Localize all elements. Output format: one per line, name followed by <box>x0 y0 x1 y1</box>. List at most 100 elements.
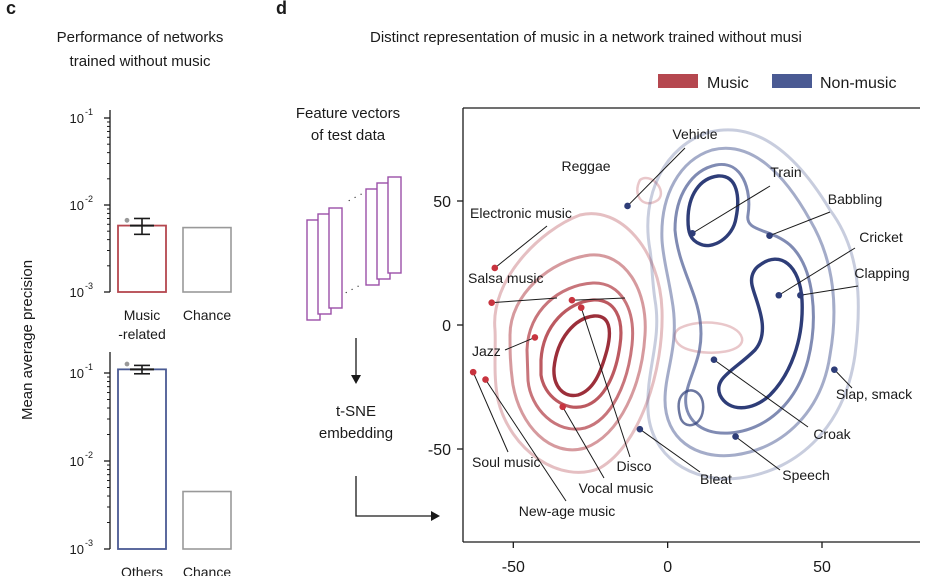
leader-line <box>833 369 853 389</box>
category-label: -related <box>118 326 165 342</box>
scatter-point <box>710 356 718 364</box>
leader-line <box>713 359 809 428</box>
scatter-point <box>636 425 644 433</box>
category-label: Others <box>121 564 163 576</box>
tsne-line2: embedding <box>319 425 393 442</box>
music-contour-2 <box>508 253 647 452</box>
bar-chance-top <box>182 226 232 293</box>
y-tick-exponent: -1 <box>85 362 93 372</box>
error-bar-music-related <box>130 217 154 236</box>
leader-line <box>571 297 626 301</box>
leader-line <box>485 379 567 502</box>
embedding-arrow-head <box>431 511 440 521</box>
scatter-point <box>531 334 539 341</box>
scatter-x-tick-label: 0 <box>663 559 672 576</box>
category-label: Chance <box>183 564 231 576</box>
bar-chart-top-categories: Music -related Chance <box>118 307 231 342</box>
leader-line <box>491 297 558 304</box>
y-tick-exponent: -3 <box>85 281 93 291</box>
point-label: New-age music <box>519 503 615 519</box>
leader-line <box>494 225 548 269</box>
leader-line <box>472 371 509 453</box>
point-label: Cricket <box>859 229 903 245</box>
nonmusic-density-contours <box>646 128 860 481</box>
point-label: Jazz <box>472 343 501 359</box>
point-label: Bleat <box>700 471 732 487</box>
scatter-y-tick-label: 0 <box>442 318 451 335</box>
music-contour-outer <box>493 212 664 474</box>
music-contour-3 <box>525 281 635 431</box>
embedding-arrow-shaft <box>355 476 432 517</box>
y-tick-label: 10 <box>70 366 84 381</box>
point-label: Slap, smack <box>836 386 913 402</box>
data-point-others <box>124 361 130 367</box>
nonmusic-contour-3 <box>673 163 815 435</box>
down-arrow-head <box>351 375 361 384</box>
point-label: Vocal music <box>579 480 654 496</box>
nonmusic-contour-inner-top <box>686 174 740 248</box>
scatter-point <box>624 202 631 210</box>
leader-line <box>627 147 686 207</box>
category-label: Chance <box>183 307 231 323</box>
y-tick-exponent: -2 <box>85 450 93 460</box>
feature-vector-boxes <box>306 176 402 321</box>
scatter-point <box>568 296 576 304</box>
leader-line <box>639 428 701 473</box>
leader-line <box>580 307 631 458</box>
data-point-music-related <box>124 217 130 223</box>
nonmusic-contour-2 <box>660 146 836 458</box>
point-label: Croak <box>813 426 851 442</box>
bar-chance-bottom <box>182 490 232 550</box>
point-label: Disco <box>616 458 651 474</box>
scatter-point <box>491 264 499 272</box>
bar-others <box>117 368 167 550</box>
leader-line <box>692 185 771 234</box>
scatter-point <box>766 232 773 240</box>
music-contour-inner <box>552 314 612 398</box>
feature-vectors-line2: of test data <box>311 127 386 144</box>
legend: Music Non-music <box>658 74 896 92</box>
panel-c-letter: c <box>6 0 16 18</box>
nonmusic-contour-inner-right <box>717 257 804 410</box>
error-bar-others <box>130 364 154 375</box>
legend-label-nonmusic: Non-music <box>820 75 896 92</box>
tsne-line1: t-SNE <box>336 403 376 420</box>
y-tick-label: 10 <box>70 542 84 557</box>
music-contour-island-top <box>636 176 663 205</box>
point-label: Clapping <box>854 265 909 281</box>
legend-swatch-nonmusic <box>772 74 812 88</box>
music-density-contours <box>493 176 744 474</box>
bar-chart-top-ticks: 10-310-210-1 <box>70 107 110 300</box>
leader-line <box>800 285 859 296</box>
point-label: Speech <box>782 467 829 483</box>
y-tick-exponent: -1 <box>85 107 93 117</box>
bar-chart-bottom-ticks: 10-310-210-1 <box>70 362 110 557</box>
leader-line <box>778 247 856 296</box>
y-tick-label: 10 <box>70 285 84 300</box>
leader-line <box>769 211 831 237</box>
bar-music-related <box>117 224 167 293</box>
scatter-point <box>689 229 696 237</box>
y-tick-exponent: -2 <box>85 194 93 204</box>
point-label: Soul music <box>472 454 540 470</box>
ellipsis-bottom: · · · <box>342 280 363 299</box>
scatter-point <box>775 291 783 299</box>
scatter-x-tick-label: 50 <box>813 559 831 576</box>
nonmusic-contour-outer <box>646 128 860 481</box>
panel-d-title: Distinct representation of music in a ne… <box>370 29 802 46</box>
feature-box <box>328 207 343 309</box>
point-label: Electronic music <box>470 205 572 221</box>
category-label: Music <box>124 307 161 323</box>
scatter-point <box>482 376 489 383</box>
leader-line <box>562 406 605 479</box>
scatter-point <box>732 433 739 440</box>
y-tick-exponent: -3 <box>85 538 93 548</box>
point-label: Babbling <box>828 191 883 207</box>
scatter-x-tick-label: -50 <box>502 559 525 576</box>
bar-chart-bottom-categories: Others Chance <box>121 564 231 576</box>
y-tick-label: 10 <box>70 454 84 469</box>
legend-swatch-music <box>658 74 698 88</box>
